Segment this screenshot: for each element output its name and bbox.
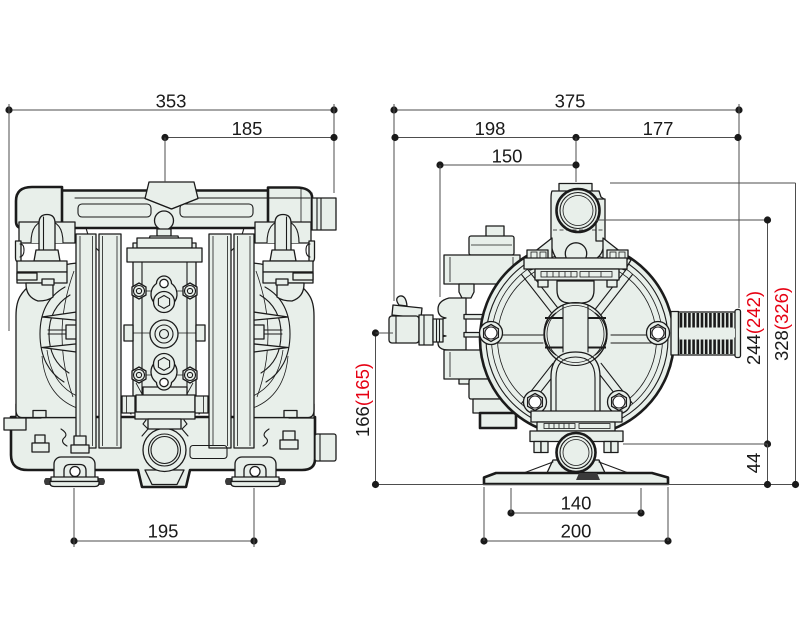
svg-text:195: 195 <box>148 521 179 542</box>
svg-text:44: 44 <box>743 453 764 474</box>
svg-text:244(242): 244(242) <box>743 291 764 365</box>
svg-text:140: 140 <box>561 493 592 514</box>
svg-text:185: 185 <box>232 118 263 139</box>
svg-text:353: 353 <box>156 91 187 112</box>
svg-text:375: 375 <box>555 91 586 112</box>
svg-text:166(165): 166(165) <box>352 363 373 437</box>
svg-text:200: 200 <box>561 521 592 542</box>
svg-text:177: 177 <box>643 118 674 139</box>
svg-text:328(326): 328(326) <box>771 287 792 361</box>
svg-text:198: 198 <box>475 118 506 139</box>
svg-text:150: 150 <box>492 146 523 167</box>
